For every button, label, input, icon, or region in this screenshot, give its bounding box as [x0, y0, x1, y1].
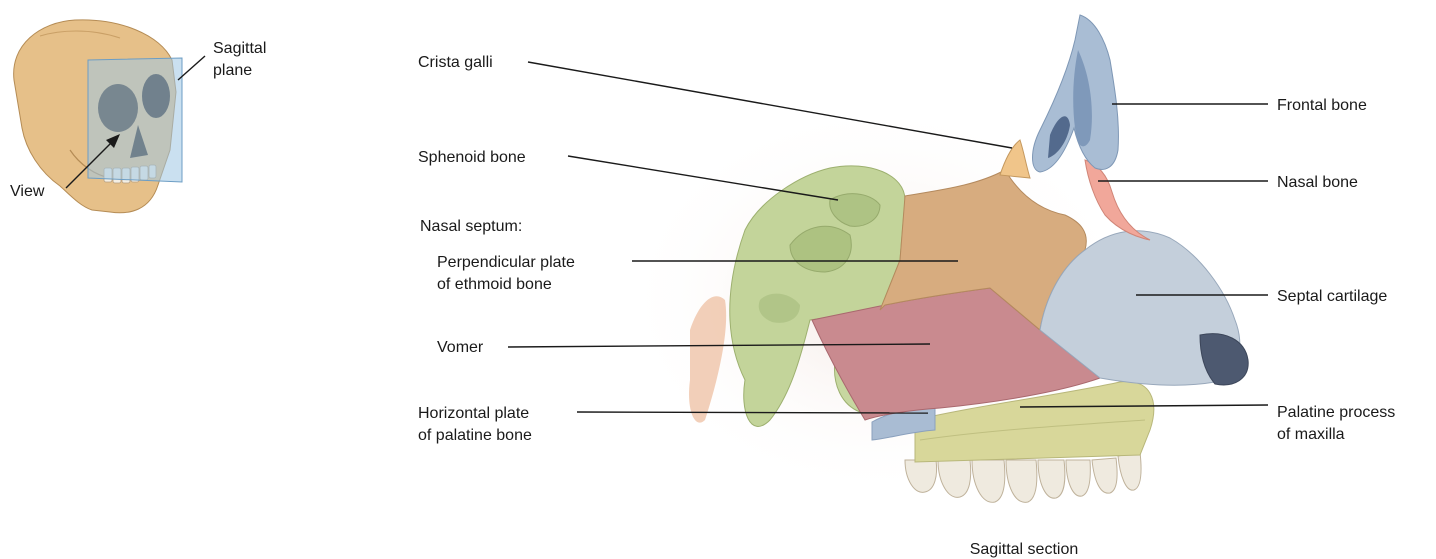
label-horizontal-plate-line2: of palatine bone: [418, 427, 532, 444]
leader-horizontal-plate: [577, 412, 928, 413]
label-nasal-septum: Nasal septum:: [420, 218, 522, 235]
label-frontal-bone: Frontal bone: [1277, 97, 1367, 114]
sagittal-plane-label-line1: Sagittal: [213, 40, 266, 57]
label-crista-galli: Crista galli: [418, 54, 493, 71]
sagittal-plane-label-line2: plane: [213, 62, 252, 79]
skull-inset: Sagittal plane View: [10, 20, 266, 213]
label-nasal-bone: Nasal bone: [1277, 174, 1358, 191]
figure-caption: Sagittal section: [970, 541, 1079, 558]
label-palatine-process-line2: of maxilla: [1277, 426, 1345, 443]
nasal-septum-illustration: [620, 15, 1248, 502]
label-sphenoid-bone: Sphenoid bone: [418, 149, 526, 166]
label-perpendicular-plate-line2: of ethmoid bone: [437, 276, 552, 293]
label-vomer: Vomer: [437, 339, 484, 356]
label-perpendicular-plate-line1: Perpendicular plate: [437, 254, 575, 271]
label-septal-cartilage: Septal cartilage: [1277, 288, 1387, 305]
view-label: View: [10, 183, 45, 200]
label-palatine-process-line1: Palatine process: [1277, 404, 1395, 421]
label-horizontal-plate-line1: Horizontal plate: [418, 405, 529, 422]
sagittal-plane-panel: [88, 58, 182, 182]
